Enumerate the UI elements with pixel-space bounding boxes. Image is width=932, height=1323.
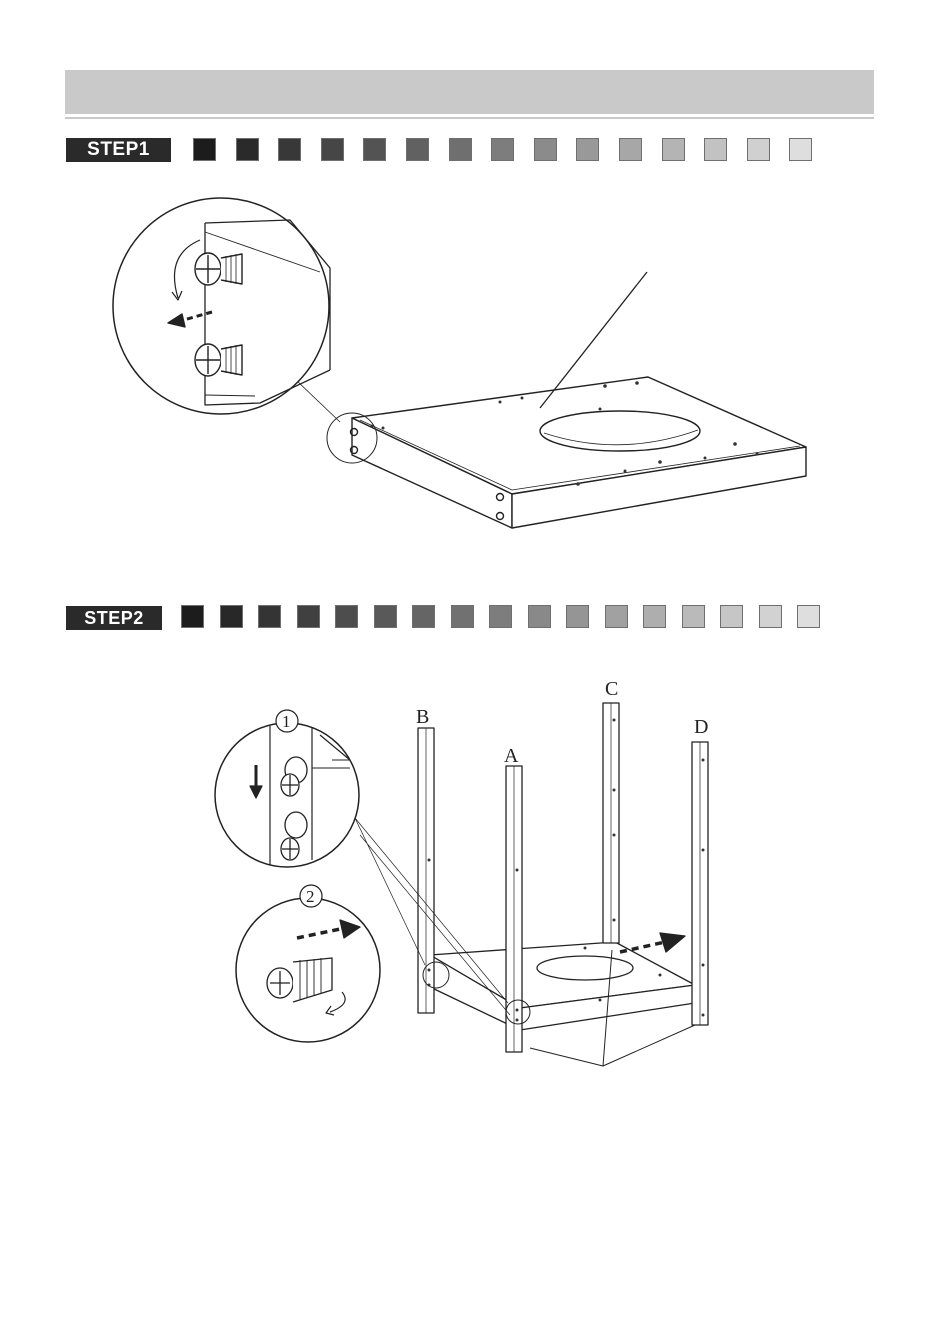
leg-label-d: D [694,717,708,737]
detail-label-2: 2 [306,887,315,907]
leg-label-b: B [416,707,429,727]
detail-label-1: 1 [282,712,291,732]
leg-label-c: C [605,679,618,699]
leg-label-a: A [504,746,518,766]
